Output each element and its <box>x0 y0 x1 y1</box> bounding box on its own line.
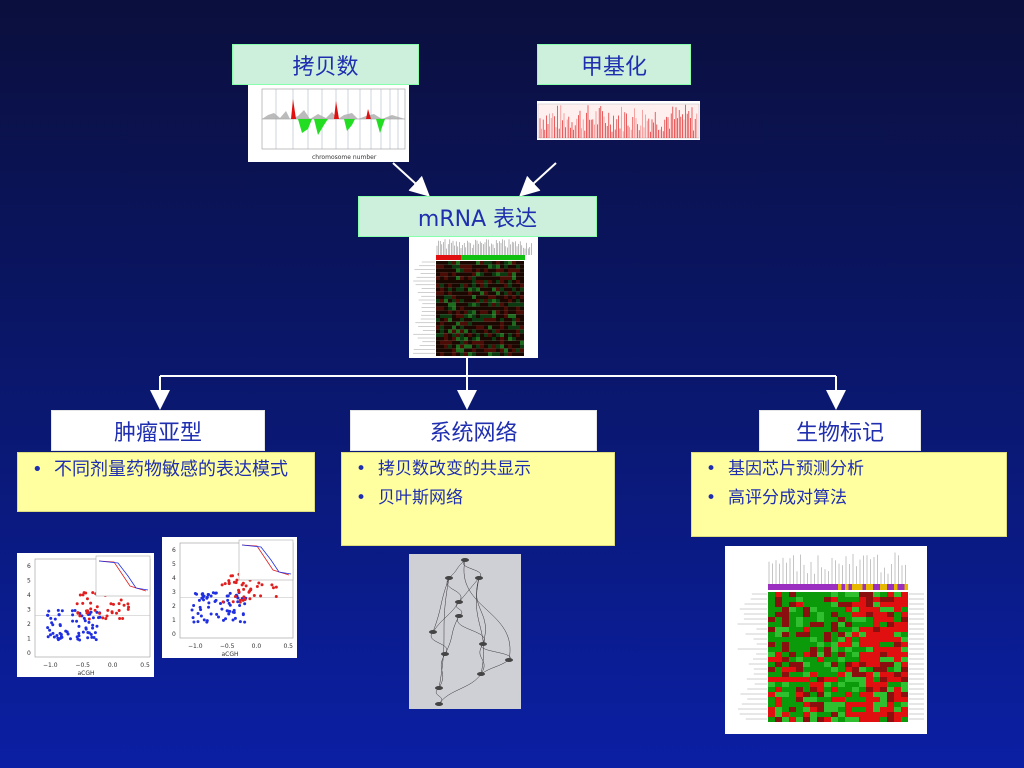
scatter-plot-1: −1.0 −0.5 0.0 0.5 aCGH 0 1 2 3 4 5 6 <box>17 553 154 677</box>
svg-text:4: 4 <box>27 592 31 599</box>
mrna-heatmap-graphic <box>413 239 532 356</box>
scatter-plot-1-graphic: −1.0 −0.5 0.0 0.5 aCGH 0 1 2 3 4 5 6 <box>27 555 151 677</box>
svg-text:0: 0 <box>27 650 31 657</box>
subtypes-note: 不同剂量药物敏感的表达模式 <box>17 452 315 512</box>
copy-number-box: 拷贝数 <box>232 44 419 85</box>
svg-text:1: 1 <box>27 636 31 643</box>
scatter-plot-2-graphic: −1.0 −0.5 0.0 0.5 aCGH 0 1 2 3 4 5 6 <box>172 539 294 658</box>
svg-text:2: 2 <box>172 603 176 610</box>
svg-text:−0.5: −0.5 <box>75 662 90 669</box>
svg-text:0: 0 <box>172 631 176 638</box>
svg-text:0.5: 0.5 <box>140 662 150 669</box>
svg-text:0.5: 0.5 <box>283 643 293 650</box>
svg-text:aCGH: aCGH <box>78 670 95 677</box>
subtypes-bullet: 不同剂量药物敏感的表达模式 <box>26 459 306 482</box>
biomarker-title: 生物标记 <box>795 420 884 446</box>
network-bullet-1: 拷贝数改变的共显示 <box>350 459 606 481</box>
bayesian-network-graph <box>409 554 521 709</box>
methylation-plot <box>537 101 700 140</box>
arrow-copy-to-mrna <box>392 162 430 197</box>
biomarker-bullet-1: 基因芯片预测分析 <box>700 459 998 481</box>
svg-text:aCGH: aCGH <box>222 651 239 658</box>
svg-text:2: 2 <box>27 621 31 628</box>
svg-text:3: 3 <box>172 589 176 596</box>
scatter-plot-2: −1.0 −0.5 0.0 0.5 aCGH 0 1 2 3 4 5 6 <box>162 537 297 658</box>
svg-text:4: 4 <box>172 575 176 582</box>
network-title: 系统网络 <box>429 420 518 446</box>
methylation-label: 甲基化 <box>580 54 647 80</box>
svg-text:−0.5: −0.5 <box>220 643 235 650</box>
svg-text:6: 6 <box>27 563 31 570</box>
biomarker-box: 生物标记 <box>759 410 921 451</box>
biomarker-heatmap-graphic <box>737 552 924 722</box>
biomarker-heatmap <box>725 546 927 734</box>
mrna-label: mRNA 表达 <box>417 206 538 232</box>
bayesian-network-graphic <box>429 558 513 706</box>
biomarker-note: 基因芯片预测分析 高评分成对算法 <box>691 452 1007 537</box>
network-bullet-2: 贝叶斯网络 <box>350 488 606 510</box>
svg-text:5: 5 <box>27 578 31 585</box>
svg-text:0.0: 0.0 <box>108 662 118 669</box>
mrna-heatmap <box>409 237 538 358</box>
mrna-box: mRNA 表达 <box>358 196 597 237</box>
biomarker-bullet-2: 高评分成对算法 <box>700 488 998 510</box>
methylation-box: 甲基化 <box>537 44 691 85</box>
subtypes-title: 肿瘤亚型 <box>113 420 202 446</box>
svg-text:−1.0: −1.0 <box>43 662 58 669</box>
svg-text:5: 5 <box>172 561 176 568</box>
methylation-plot-graphic <box>537 103 700 139</box>
svg-text:−1.0: −1.0 <box>188 643 203 650</box>
copy-number-label: 拷贝数 <box>292 54 359 80</box>
svg-text:0.0: 0.0 <box>252 643 262 650</box>
network-note: 拷贝数改变的共显示 贝叶斯网络 <box>341 452 615 546</box>
copy-number-plot-graphic: chromosome number <box>261 88 406 161</box>
svg-text:6: 6 <box>172 547 176 554</box>
svg-text:chromosome number: chromosome number <box>312 154 377 161</box>
subtypes-box: 肿瘤亚型 <box>51 410 265 451</box>
svg-text:1: 1 <box>172 617 176 624</box>
svg-text:3: 3 <box>27 607 31 614</box>
copy-number-plot: chromosome number <box>248 85 409 162</box>
network-box: 系统网络 <box>350 410 597 451</box>
arrow-methyl-to-mrna <box>519 162 557 197</box>
